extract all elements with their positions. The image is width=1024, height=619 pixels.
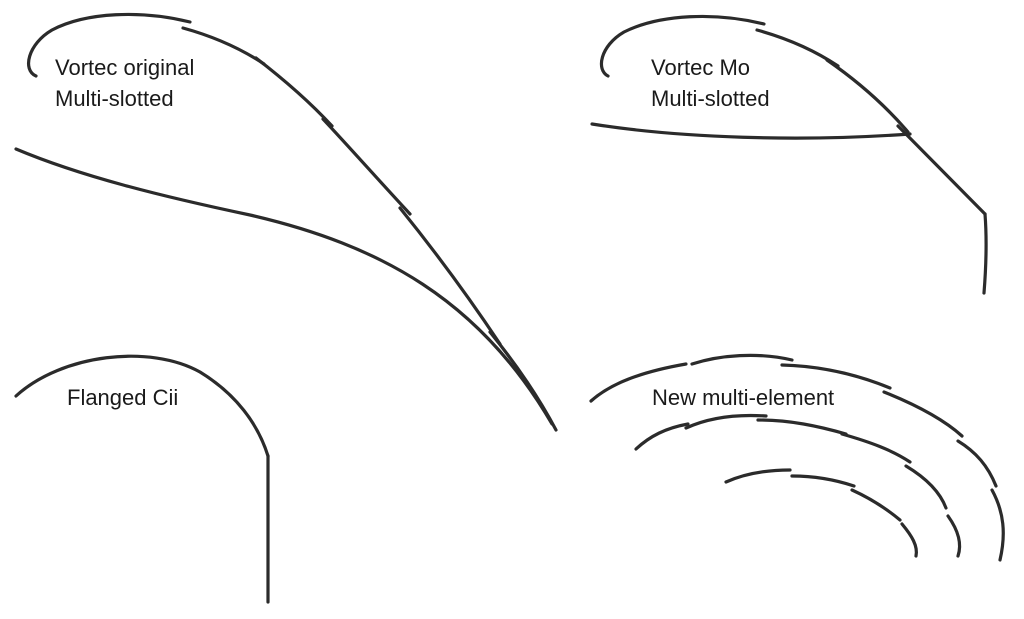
vortec-original-segment [181, 26, 266, 66]
vortec-original-segment [398, 206, 502, 346]
new-multi-element-label-line-1: New multi-element [652, 385, 835, 410]
middle-element [946, 514, 962, 558]
outer-element [589, 362, 688, 403]
flanged-cii-label-line-1: Flanged Cii [67, 385, 179, 410]
vortec-mo-segment [825, 58, 910, 134]
vortec-mo-trailing-segment [896, 124, 987, 216]
vortec-original-segment [254, 56, 334, 128]
flanged-cii-arc [14, 354, 270, 458]
middle-element [840, 432, 912, 464]
flanged-cii-label: Flanged Cii [67, 382, 178, 413]
vortec-mo-label-line-1: Vortec Mo [651, 55, 751, 80]
inner-element [790, 474, 856, 488]
vortec-original-label-line-1: Vortec original [55, 55, 195, 80]
vortec-mo-label-line-2: Multi-slotted [651, 86, 770, 111]
vortec-original-leading-edge [26, 12, 192, 78]
middle-element [634, 422, 690, 451]
outer-element [956, 439, 998, 488]
outer-element [690, 353, 794, 366]
vortec-original-profile [14, 12, 558, 432]
vortec-mo-lower-surface [590, 122, 912, 140]
middle-element [756, 418, 848, 436]
flanged-cii-profile [14, 354, 270, 604]
new-multi-element-profile [589, 353, 1005, 562]
outer-element [882, 390, 964, 438]
vortec-original-lower-surface [14, 147, 554, 426]
inner-element [850, 488, 902, 522]
vortec-original-label-line-2: Multi-slotted [55, 86, 174, 111]
vortec-original-label: Vortec original Multi-slotted [55, 52, 194, 114]
outer-element [780, 363, 892, 390]
middle-element [684, 413, 768, 430]
outer-element [990, 488, 1005, 562]
new-multi-element-label: New multi-element [652, 382, 834, 413]
middle-element [904, 464, 948, 510]
vortec-mo-profile [590, 14, 988, 295]
inner-element [900, 522, 918, 558]
inner-element [724, 468, 792, 484]
vortec-original-segment [321, 117, 412, 216]
vortec-mo-flap [982, 212, 988, 295]
vortec-mo-leading-edge [599, 14, 766, 78]
vortec-mo-label: Vortec Mo Multi-slotted [651, 52, 770, 114]
